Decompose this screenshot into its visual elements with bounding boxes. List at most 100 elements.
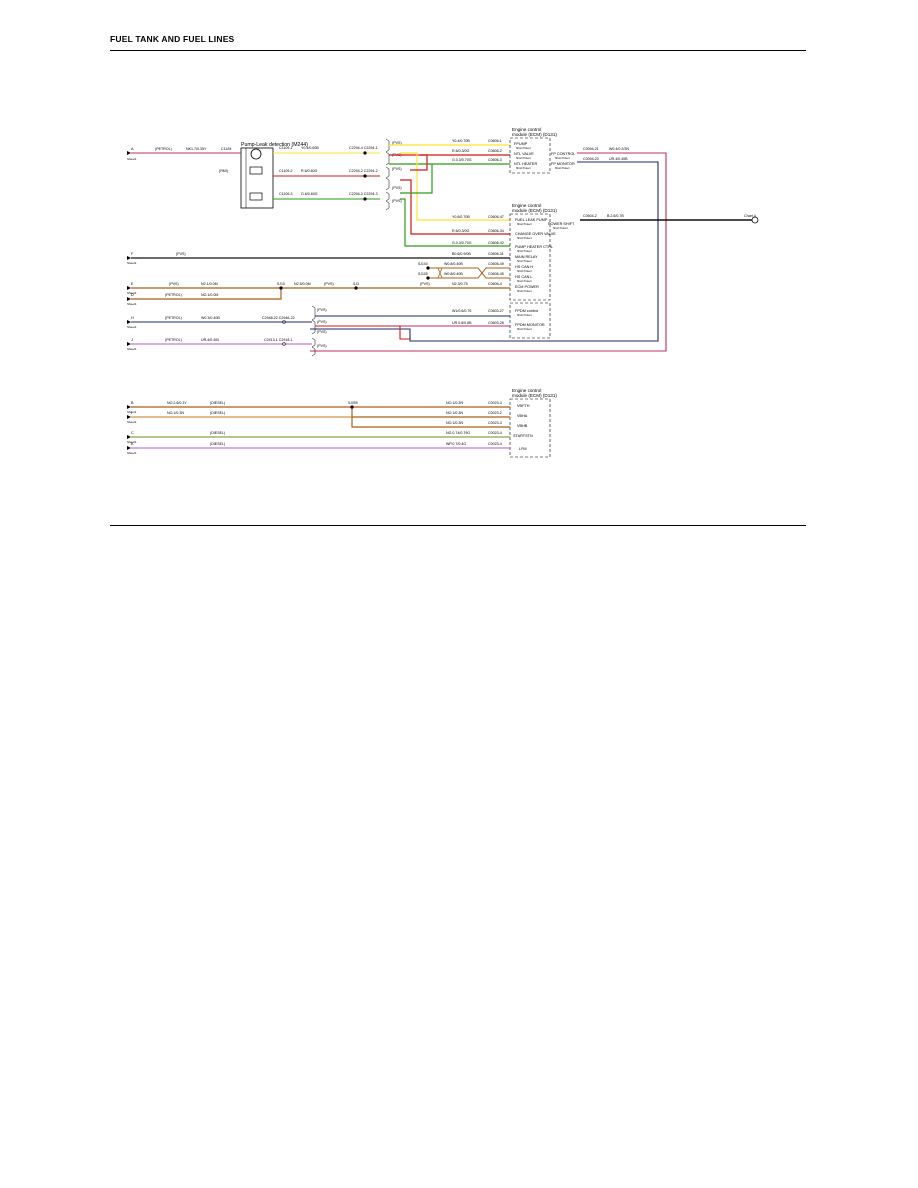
diagram-label: Sheet1 [127,347,137,351]
diagram-label: (PVS) [317,330,327,334]
ecm1-conn-3: C0606-3 [488,158,502,162]
diagram-label: ECM POWER [515,285,539,289]
diagram-label: C0023-4 [488,431,502,435]
diagram-label: (PVS) [317,308,327,312]
diagram-label: Short Protect [517,223,532,226]
diagram-label: (PVS) [176,252,186,256]
wire-a: A Sheet1 (PETROL) NK1.7/0.35Y C11/M [127,147,241,161]
diagram-label: HS CAN H [515,265,533,269]
diagram-label: C0606-42 [488,241,504,245]
diagram-label: R.6/0.3/0G [452,229,470,233]
diagram-label: SJ104 [418,262,428,266]
ecm2-module: Engine control module (ECM) (D131) [509,203,557,339]
diagram-label: Sheet1 [127,420,137,424]
ecm2-label-1: Engine control [512,203,541,208]
diagram-label: Sheet1 [127,291,137,295]
ecm1-code-1: Y0.4/0.70B [452,139,470,143]
diagram-label: NO.1/0.3N [446,401,463,405]
wire-e: E Sheet1 (PVS) N2.1/0.0M SJ15 N2.5/0.0M … [127,282,510,306]
page-title: FUEL TANK AND FUEL LINES [110,34,235,44]
diagram-label: Short Protect [517,250,532,253]
wire-a-code: NK1.7/0.35Y [186,147,207,151]
diagram-label: C0023-3 [488,421,502,425]
diagram-label: B0.6/0.9/0B [452,252,471,256]
ecm1-right-code-1: C0094-21 [583,147,599,151]
bracket-label-1: C2294-4 C2294-1 [349,146,378,150]
diagram-label: Short Protect [553,227,568,230]
diagram-label: Y0.6/0.70B [452,215,470,219]
diagram-label: Short Protect [555,167,570,170]
diagram-label: C0606-31 [488,252,504,256]
wire-k: K Sheet1 (DIESEL) WP.0.7/0.4G C0023-4 [127,442,510,455]
ecm1-pin-1: FPUMP [514,142,528,146]
ecm1-right-code-2: W0.4/0.2/2N [609,147,629,151]
diagram-label: (PVS) [317,320,327,324]
diagram-label: Short Protect [517,328,532,331]
ecm1-right-code-4: UR.4/0.40B [609,157,628,161]
diagram-label: (PVS) [324,282,334,286]
bracket-label-3: C2294-3 C2294-3 [349,192,378,196]
ecm2-codes: Y0.6/0.70B R.6/0.3/0G G.0.3/0.70G B0.6/0… [444,215,504,325]
wire-h: H Sheet1 (PETROL) W0.3/0.40B C2948-22 C2… [127,316,312,329]
ecm1-code-3: G.0.3/0.70G [452,158,472,162]
diagram-label: B.2.6/0.7B [607,214,624,218]
diagram-label: Short Protect [516,147,531,150]
diagram-label: NO.1/0.0M [201,293,218,297]
diagram-label: Short Protect [516,167,531,170]
diagram-label: Short Protect [517,260,532,263]
diagram-label: C0023-2 [488,411,502,415]
diagram-label: VBHB [517,424,528,428]
pvs-3: (PVS) [392,167,402,171]
diagram-label: (PVS) [169,282,179,286]
ecm2-pins: FUEL LEAK PUMP Short Protect CHANGE OVER… [515,218,575,331]
diagram-label: W0.8/0.40B [444,272,463,276]
diagram-label: Short Protect [517,237,532,240]
diagram-label: Sheet1 [127,410,137,414]
diagram-label: VBHA [517,414,528,418]
ecm1-label-1: Engine control [512,127,541,132]
diagram-label: HS CAN L [515,275,533,279]
diagram-label: C [131,431,134,435]
ecm1-module: Engine control module (ECM) (D131) FPUMP… [509,127,575,174]
pump-label: Pump-Leak detection (M244) [241,142,308,148]
diagram-label: I [131,411,132,415]
pvs-5: (PVS) [392,199,402,203]
header-rule [110,50,806,51]
diagram-label: LFM [519,447,527,451]
ecm1-pin-3: NTL HEATER [514,162,537,166]
ground-icon [751,216,759,224]
ecm1-right-pin-1: FP CONTROL [551,152,575,156]
diagram-label: (DIESEL) [210,401,225,405]
diagram-label: UR.0.6/0.6B [452,321,472,325]
pump-pin-3: C1109-3 [279,192,293,196]
diagram-label: FUEL LEAK PUMP [515,218,548,222]
diagram-label: Short Protect [516,157,531,160]
footer-rule [110,525,806,526]
diagram-label: Short Protect [517,314,532,317]
diagram-label: CHANGE OVER VALVE [515,232,556,236]
diagram-label: Sheet1 [127,302,137,306]
diagram-label: (PETROL) [165,338,182,342]
pvs-4: (PVS) [392,186,402,190]
wire-i: I Sheet1 NO.1/0.3N (DIESEL) NO.1/0.3N C0… [127,411,502,425]
pump-box [240,147,274,209]
diagram-label: C2413-1 C2918-1 [264,338,293,342]
wire-a-sheet: Sheet1 [127,157,137,161]
diagram-label: Short Protect [555,157,570,160]
diagram-label: (DIESEL) [210,431,225,435]
pump-code-1: Y0.4/0.60B [301,146,319,150]
diagram-label: W0.3/0.40B [201,316,220,320]
ecm1-conn-1: C0606-1 [488,139,502,143]
wire-f: F Sheet1 (PVS) [127,252,510,265]
ground-ref: Chart 4 [744,214,756,218]
pvs-1: (PVS) [392,141,402,145]
diagram-label: (PVS) [420,282,430,286]
ecm1-pin-2: NTL VALVE [514,152,534,156]
pump-pin-2: C1109-2 [279,169,293,173]
diagram-label: PUMP HEATER CTRL [515,245,553,249]
diagram-label: K [131,442,134,446]
diagram-label: B [131,401,134,405]
diagram-label: SJ099 [348,401,358,405]
wire-c: C Sheet1 (DIESEL) NG.0.74/0.79G C0023-4 [127,431,510,444]
